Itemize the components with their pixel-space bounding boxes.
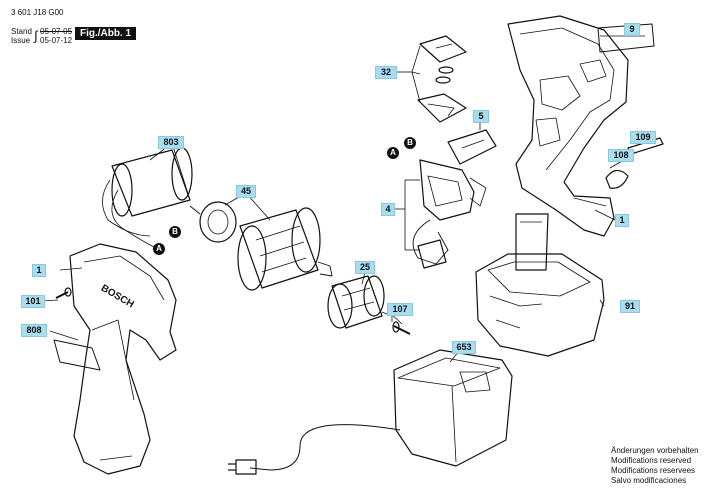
callout-109: 109 xyxy=(630,131,656,144)
power-plug xyxy=(235,459,257,475)
part-653-charger xyxy=(393,349,513,467)
connector-b-motor: B xyxy=(169,226,181,238)
part-4-switch xyxy=(412,159,487,269)
callout-101: 101 xyxy=(21,295,45,308)
part-5 xyxy=(447,129,497,165)
power-cord xyxy=(249,424,401,471)
leader-lines xyxy=(41,35,645,363)
note-line: Änderungen vorbehalten xyxy=(611,446,699,455)
issue-label: Issue xyxy=(11,36,31,45)
connector-a-top: A xyxy=(387,147,399,159)
callout-107: 107 xyxy=(387,303,413,316)
part-32-clips xyxy=(417,35,467,123)
callout-91: 91 xyxy=(620,300,640,313)
callout-32: 32 xyxy=(375,66,397,79)
part-108-clip xyxy=(605,169,629,189)
part-803-motor xyxy=(102,147,201,249)
stand-label: Stand xyxy=(11,27,32,36)
callout-653: 653 xyxy=(452,341,476,354)
housing-right-half xyxy=(507,15,629,237)
callout-5: 5 xyxy=(473,110,489,123)
callout-108: 108 xyxy=(608,149,634,162)
connector-b-top: B xyxy=(404,137,416,149)
note-line: Modifications reserved xyxy=(611,456,692,465)
callout-1-left: 1 xyxy=(32,264,46,277)
callout-9: 9 xyxy=(624,23,640,36)
part-107-screw xyxy=(393,325,411,335)
callout-4: 4 xyxy=(381,203,395,216)
figure-label: Fig./Abb. 1 xyxy=(75,27,137,40)
callout-803: 803 xyxy=(158,136,184,149)
brand-text: BOSCH xyxy=(99,283,136,311)
housing-left-half xyxy=(69,243,177,475)
date-brace: ∫ xyxy=(34,28,38,43)
part-number: 3 601 J18 G00 xyxy=(11,8,64,17)
date-old: 05-07-05 xyxy=(40,27,73,36)
note-line: Salvo modificaciones xyxy=(611,476,687,485)
part-45-gearbox xyxy=(199,201,333,291)
modifications-notes: Änderungen vorbehalten Modifications res… xyxy=(611,446,699,486)
part-808-strip xyxy=(53,339,101,371)
callout-25: 25 xyxy=(355,261,375,274)
callout-808: 808 xyxy=(21,324,47,337)
connector-a-motor: A xyxy=(153,243,165,255)
part-91-battery xyxy=(475,213,605,357)
note-line: Modifications reservees xyxy=(611,466,696,475)
part-101-screw xyxy=(55,291,69,299)
callout-1-right: 1 xyxy=(615,214,629,227)
part-25-chuck xyxy=(327,275,393,329)
date-new: 05-07-12 xyxy=(40,36,73,45)
callout-45: 45 xyxy=(236,185,256,198)
